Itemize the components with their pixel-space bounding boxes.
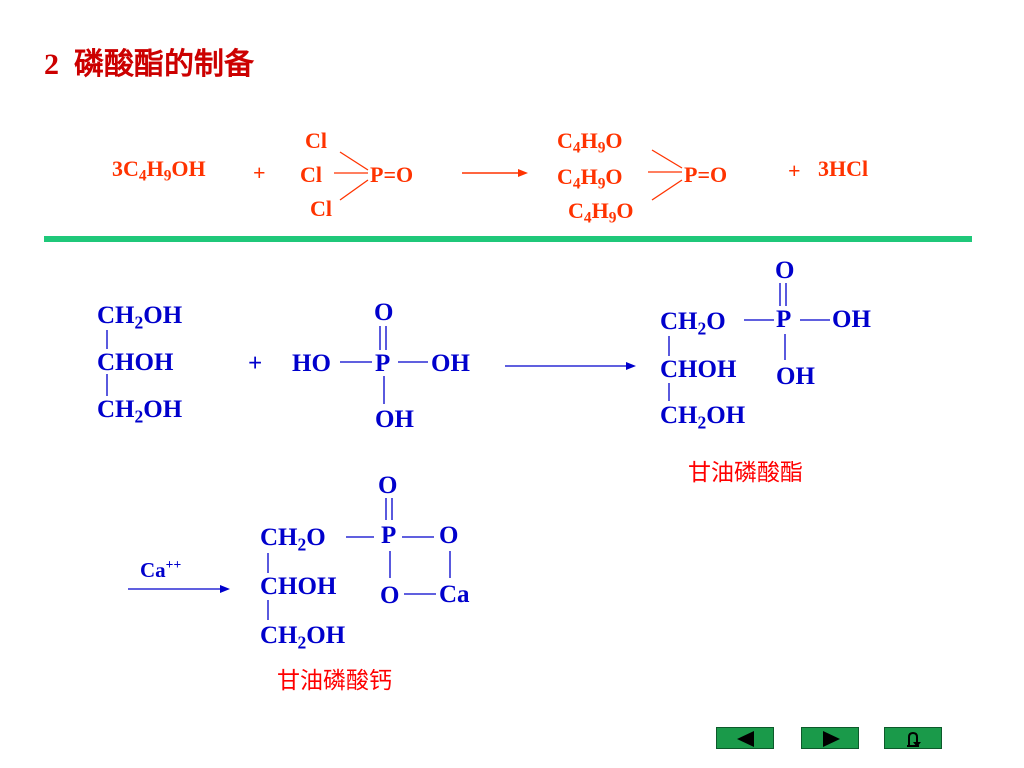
plus-sign-3: + <box>248 350 263 377</box>
acid-oh-right: OH <box>431 350 470 377</box>
calcium-reagent: Ca++ <box>140 556 182 582</box>
ester-o: O <box>775 257 795 284</box>
cl-top: Cl <box>305 128 327 153</box>
cl-mid: Cl <box>300 162 322 187</box>
ester-ch2o: CH2O <box>660 308 726 339</box>
slide-title: 2 磷酸酯的制备 <box>44 50 254 80</box>
ca-salt-ch2o: CH2O <box>260 524 326 555</box>
ca-salt-o-bottom: O <box>380 582 400 609</box>
glycerol-ch2oh-bot: CH2OH <box>97 396 183 427</box>
product-p: P=O <box>684 162 728 187</box>
butoxy-bot: C4H9O <box>568 198 634 227</box>
title-text: 磷酸酯的制备 <box>74 47 254 82</box>
plus-sign: + <box>253 160 266 185</box>
ca-salt-ch2oh: CH2OH <box>260 622 346 653</box>
ester-oh-right: OH <box>832 306 871 333</box>
pocl3-p: P=O <box>370 162 414 187</box>
ester-ch2oh: CH2OH <box>660 402 746 433</box>
acid-o: O <box>374 299 394 326</box>
calcium-salt-name: 甘油磷酸钙 <box>277 668 392 694</box>
divider-bar <box>44 236 972 242</box>
byproduct-hcl: 3HCl <box>818 156 869 181</box>
reaction1-arrow <box>462 169 528 177</box>
ca-salt-o-right: O <box>439 522 459 549</box>
butoxy-top: C4H9O <box>557 128 623 157</box>
glycerol-ch2oh-top: CH2OH <box>97 302 183 333</box>
reaction2-arrow <box>505 362 636 370</box>
right-triangle-icon <box>823 731 840 747</box>
acid-oh-bottom: OH <box>375 406 414 433</box>
ester-name: 甘油磷酸酯 <box>688 460 803 486</box>
prev-slide-button[interactable] <box>716 727 774 749</box>
plus-sign-2: + <box>788 158 801 183</box>
reactant-butanol: 3C4H9OH <box>112 156 206 185</box>
acid-p: P <box>375 350 391 377</box>
return-button[interactable] <box>884 727 942 749</box>
left-triangle-icon <box>737 731 754 747</box>
ester-p: P <box>776 306 792 333</box>
ca-salt-p: P <box>381 522 397 549</box>
butoxy-mid: C4H9O <box>557 164 623 193</box>
ester-oh-bottom: OH <box>776 363 815 390</box>
acid-ho: HO <box>292 350 331 377</box>
glycerol-choh: CHOH <box>97 349 174 376</box>
ester-choh: CHOH <box>660 356 737 383</box>
next-slide-button[interactable] <box>801 727 859 749</box>
title-number: 2 <box>44 48 59 81</box>
return-arrow-icon <box>907 731 921 747</box>
cl-bot: Cl <box>310 196 332 221</box>
reaction3-arrow <box>128 585 230 593</box>
ca-salt-choh: CHOH <box>260 573 337 600</box>
ca-salt-o-top: O <box>378 472 398 499</box>
ca-salt-ca: Ca <box>439 581 470 608</box>
